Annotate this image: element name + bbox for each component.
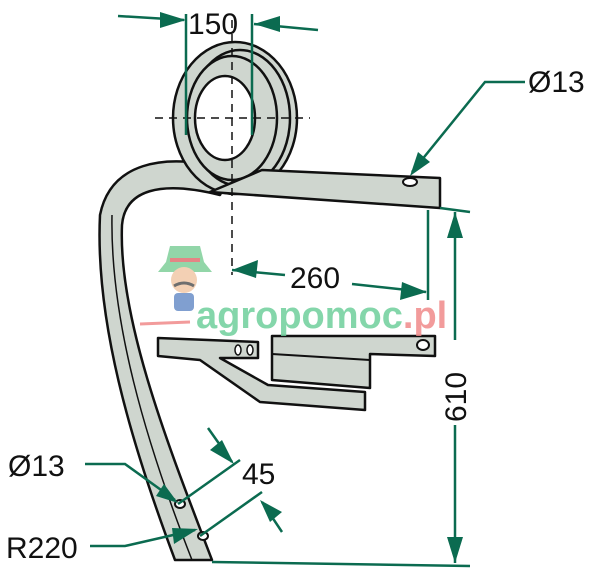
- tine-edge: [111, 214, 193, 561]
- top-hole: [402, 177, 418, 187]
- dim-hole-top-label: Ø13: [528, 66, 585, 99]
- dim-150-label: 150: [188, 8, 238, 41]
- dim-r220-label: R220: [6, 532, 78, 565]
- dimension-lines: [85, 12, 525, 568]
- clamp-hole: [416, 339, 430, 351]
- tine-leg: [98, 160, 234, 562]
- bottom-hole: [197, 531, 209, 541]
- watermark-text: agropomoc.pl: [196, 295, 447, 337]
- clamp-edge: [271, 353, 371, 361]
- watermark-main: agropomoc: [196, 295, 403, 337]
- bracket-clamp: [270, 334, 437, 390]
- watermark-underline: [139, 320, 191, 326]
- dim-hole-bottom-label: Ø13: [8, 450, 65, 483]
- bracket-hole: [234, 344, 242, 356]
- dim-260-label: 260: [290, 262, 340, 295]
- watermark-logo: agropomoc.pl: [139, 246, 447, 337]
- dim-610-label: 610: [440, 372, 473, 422]
- farmer-icon: [158, 246, 212, 311]
- bracket-plate: [156, 336, 367, 412]
- watermark-tld: .pl: [403, 295, 447, 337]
- dim-45-label: 45: [242, 458, 275, 491]
- bracket-hole: [246, 344, 254, 356]
